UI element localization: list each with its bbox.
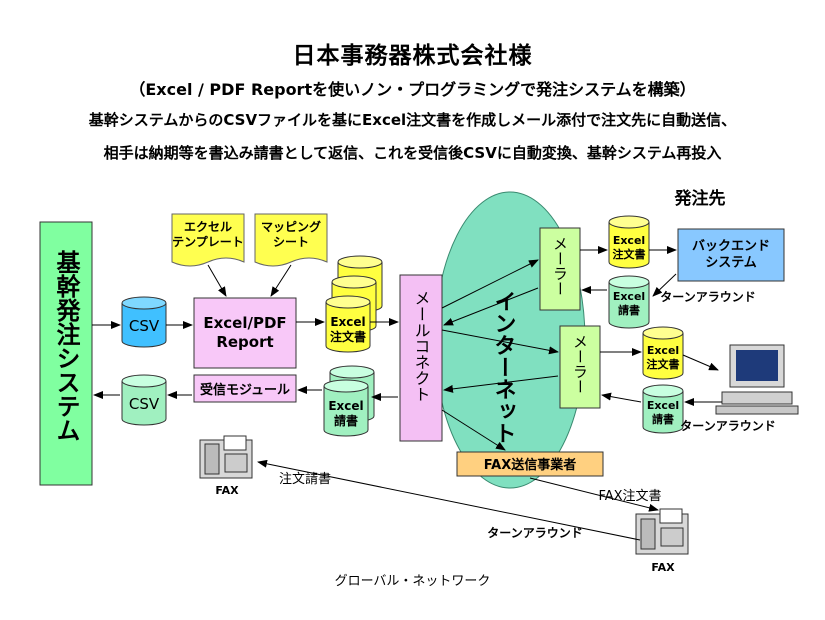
fax-turnaround-label: ターンアラウンド <box>487 526 582 540</box>
backend-system-box <box>677 228 785 282</box>
supplier1-turnaround-label: ターンアラウンド <box>660 290 755 304</box>
mapping-sheet-label: マッピングシート <box>261 219 321 249</box>
fax-left-label: FAX <box>215 484 239 497</box>
mailer-1-box <box>539 227 581 311</box>
fax-reply-label: 注文請書 <box>279 472 331 487</box>
fax-right-label: FAX <box>651 561 675 574</box>
mailer-2-box <box>559 325 601 409</box>
fax-order-label: FAX注文書 <box>598 489 661 504</box>
report-engine-box <box>193 297 297 369</box>
footer-caption: グローバル・ネットワーク <box>334 574 491 589</box>
csv-out-cylinder: CSV <box>121 374 167 426</box>
csv-out-label: CSV <box>129 395 160 413</box>
mail-connect-box <box>399 274 443 442</box>
fax-provider-box <box>456 451 604 477</box>
receive-module-label: 受信モジュール <box>200 382 290 398</box>
description-line-2: 相手は納期等を書込み請書として返信、これを受信後CSVに自動変換、基幹システム再… <box>103 144 722 162</box>
core-order-system-label: 基幹発注システム <box>52 250 81 442</box>
computer-icon <box>715 344 799 415</box>
supplier2-turnaround-label: ターンアラウンド <box>680 419 775 433</box>
excel-template-label: エクセルテンプレート <box>172 220 244 249</box>
page-title: 日本事務器株式会社様 <box>292 43 533 69</box>
flow-arrows <box>92 246 722 541</box>
mailer-1-label: メーラー <box>551 236 569 296</box>
mail-connect-label: メールコネクト <box>412 290 431 402</box>
fax-machine-left-icon <box>199 435 253 479</box>
description-line-1: 基幹システムからのCSVファイルを基にExcel注文書を作成しメール添付で注文先… <box>88 111 737 129</box>
fax-machine-right-icon <box>635 508 689 555</box>
backend-system-label: バックエンドシステム <box>692 239 770 270</box>
internet-label: インターネット <box>491 290 516 444</box>
csv-in-label: CSV <box>129 317 160 335</box>
mapping-sheet-note: マッピングシート <box>254 213 328 267</box>
page-subtitle: （Excel / PDF Reportを使いノン・プログラミングで発注システムを… <box>129 80 696 99</box>
csv-in-cylinder: CSV <box>121 296 167 348</box>
supplier-heading: 発注先 <box>674 188 726 209</box>
mailer-2-label: メーラー <box>571 334 589 394</box>
core-order-system-box <box>39 221 93 486</box>
excel-template-note: エクセルテンプレート <box>171 213 245 267</box>
fax-provider-label: FAX送信事業者 <box>484 457 576 473</box>
receive-module-box <box>193 374 297 403</box>
